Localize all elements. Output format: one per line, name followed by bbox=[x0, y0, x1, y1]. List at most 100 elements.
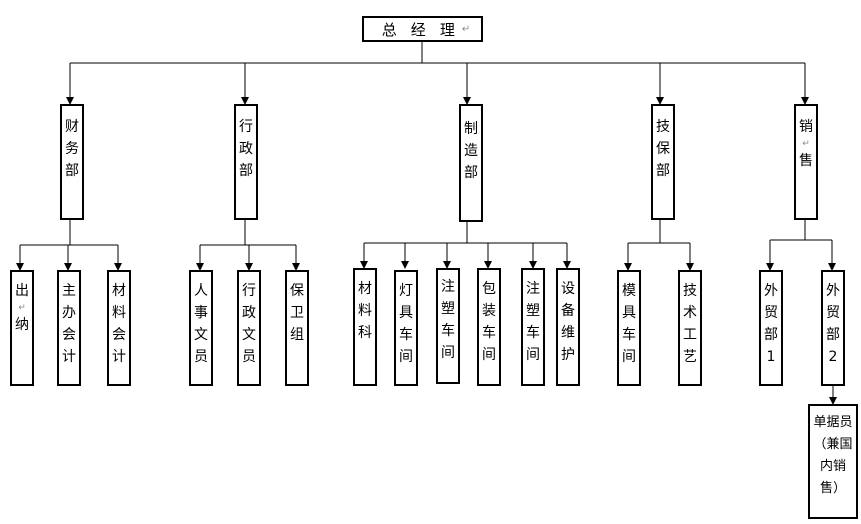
node-label-char: 车 bbox=[399, 327, 413, 343]
node-foreign-trade-1: 外 贸 部 1 bbox=[759, 270, 783, 386]
paragraph-mark-icon: ↵ bbox=[802, 139, 810, 149]
node-label-char: 1 bbox=[766, 349, 776, 365]
node-packaging-workshop: 包 装 车 间 bbox=[477, 268, 501, 386]
node-label-char: 维 bbox=[561, 325, 575, 341]
node-label: 销 ↵ 售 bbox=[799, 116, 813, 172]
node-label-char: 部 bbox=[239, 163, 253, 179]
node-label-char: 料 bbox=[358, 303, 372, 319]
node-label: 保 卫 组 bbox=[290, 280, 304, 346]
node-label-char: 工 bbox=[683, 327, 697, 343]
node-dept-admin: 行 政 部 bbox=[234, 104, 258, 220]
node-security-team: 保 卫 组 bbox=[285, 270, 309, 386]
node-label-char: 艺 bbox=[683, 349, 697, 365]
node-label-char: 文 bbox=[194, 327, 208, 343]
node-label-char: 办 bbox=[62, 305, 76, 321]
node-label-char: 总 bbox=[381, 20, 397, 39]
node-label-char: 部 bbox=[65, 163, 79, 179]
node-label-char: 事 bbox=[194, 305, 208, 321]
node-label: 外 贸 部 1 bbox=[764, 280, 778, 368]
node-label-char: 技 bbox=[656, 119, 670, 135]
node-label: 材 料 会 计 bbox=[112, 280, 126, 368]
node-label-char: 计 bbox=[112, 349, 126, 365]
node-label-char: 具 bbox=[622, 305, 636, 321]
node-label-char: 车 bbox=[441, 323, 455, 339]
node-label-char: 护 bbox=[561, 347, 575, 363]
node-label-char: 材 bbox=[112, 283, 126, 299]
node-label-char: 出 bbox=[15, 283, 29, 299]
node-label-char: 贸 bbox=[764, 305, 778, 321]
node-material-accountant: 材 料 会 计 bbox=[107, 270, 131, 386]
node-label: 注 塑 车 间 bbox=[441, 276, 455, 364]
node-label-char: 会 bbox=[62, 327, 76, 343]
node-label: 行 政 部 bbox=[239, 116, 253, 182]
node-label-char: 政 bbox=[239, 141, 253, 157]
node-label-char: 外 bbox=[764, 283, 778, 299]
node-label: 主 办 会 计 bbox=[62, 280, 76, 368]
node-label: 包 装 车 间 bbox=[482, 278, 496, 366]
node-label-char: 文 bbox=[242, 327, 256, 343]
node-mold-workshop: 模 具 车 间 bbox=[617, 270, 641, 386]
node-label: 外 贸 部 2 bbox=[826, 280, 840, 368]
node-label-char: 备 bbox=[561, 303, 575, 319]
node-label-char: 间 bbox=[526, 347, 540, 363]
node-label: 灯 具 车 间 bbox=[399, 280, 413, 368]
node-injection-workshop-2: 注 塑 车 间 bbox=[521, 268, 545, 386]
node-dept-sales: 销 ↵ 售 bbox=[794, 104, 818, 220]
node-label-char: 模 bbox=[622, 283, 636, 299]
node-dept-technical: 技 保 部 bbox=[651, 104, 675, 220]
node-label-char: 财 bbox=[65, 119, 79, 135]
node-label-char: 灯 bbox=[399, 283, 413, 299]
node-label-char: 术 bbox=[683, 305, 697, 321]
node-label-char: 间 bbox=[441, 345, 455, 361]
node-label-char: 间 bbox=[622, 349, 636, 365]
node-label-char: 部 bbox=[764, 327, 778, 343]
node-dept-manufacturing: 制 造 部 bbox=[459, 104, 483, 222]
node-label-char: 组 bbox=[290, 327, 304, 343]
node-label-char: 技 bbox=[683, 283, 697, 299]
node-hr-clerk: 人 事 文 员 bbox=[189, 270, 213, 386]
paragraph-mark-icon: ↵ bbox=[18, 303, 26, 313]
node-label-char: 塑 bbox=[441, 301, 455, 317]
node-label-char: 造 bbox=[464, 143, 478, 159]
node-label-char: 材 bbox=[358, 281, 372, 297]
node-label: 出 ↵ 纳 bbox=[15, 280, 29, 336]
node-label: 单据员（兼国内销售） bbox=[813, 415, 853, 496]
node-tech-process: 技 术 工 艺 bbox=[678, 270, 702, 386]
node-label-char: 保 bbox=[290, 283, 304, 299]
node-label-char: 车 bbox=[622, 327, 636, 343]
node-dept-finance: 财 务 部 bbox=[60, 104, 84, 220]
node-label-char: 间 bbox=[482, 347, 496, 363]
node-equipment-maintenance: 设 备 维 护 bbox=[556, 268, 580, 386]
node-label-char: 设 bbox=[561, 281, 575, 297]
paragraph-mark-icon: ↵ bbox=[461, 23, 471, 35]
node-label-char: 销 bbox=[799, 119, 813, 135]
node-cashier: 出 ↵ 纳 bbox=[10, 270, 34, 386]
node-label-char: 部 bbox=[464, 165, 478, 181]
node-label: 制 造 部 bbox=[464, 118, 478, 184]
node-label-char: 包 bbox=[482, 281, 496, 297]
node-label-char: 售 bbox=[799, 153, 813, 169]
node-label-char: 2 bbox=[828, 349, 838, 365]
node-label: 注 塑 车 间 bbox=[526, 278, 540, 366]
node-label: 技 保 部 bbox=[656, 116, 670, 182]
node-label: 行 政 文 员 bbox=[242, 280, 256, 368]
node-label-char: 部 bbox=[826, 327, 840, 343]
node-label-char: 制 bbox=[464, 121, 478, 137]
node-label-char: 务 bbox=[65, 141, 79, 157]
node-label-char: 主 bbox=[62, 283, 76, 299]
node-label-char: 外 bbox=[826, 283, 840, 299]
node-document-clerk: 单据员（兼国内销售） bbox=[808, 404, 858, 519]
node-label-char: 贸 bbox=[826, 305, 840, 321]
node-label-char: 卫 bbox=[290, 305, 304, 321]
node-label-char: 理 bbox=[439, 20, 455, 39]
node-label-char: 政 bbox=[242, 305, 256, 321]
node-label: 模 具 车 间 bbox=[622, 280, 636, 368]
node-label-char: 会 bbox=[112, 327, 126, 343]
node-label-char: 间 bbox=[399, 349, 413, 365]
node-label-char: 行 bbox=[239, 119, 253, 135]
node-label-char: 塑 bbox=[526, 303, 540, 319]
node-label-char: 车 bbox=[526, 325, 540, 341]
node-label-char: 纳 bbox=[15, 317, 29, 333]
node-foreign-trade-2: 外 贸 部 2 bbox=[821, 270, 845, 386]
